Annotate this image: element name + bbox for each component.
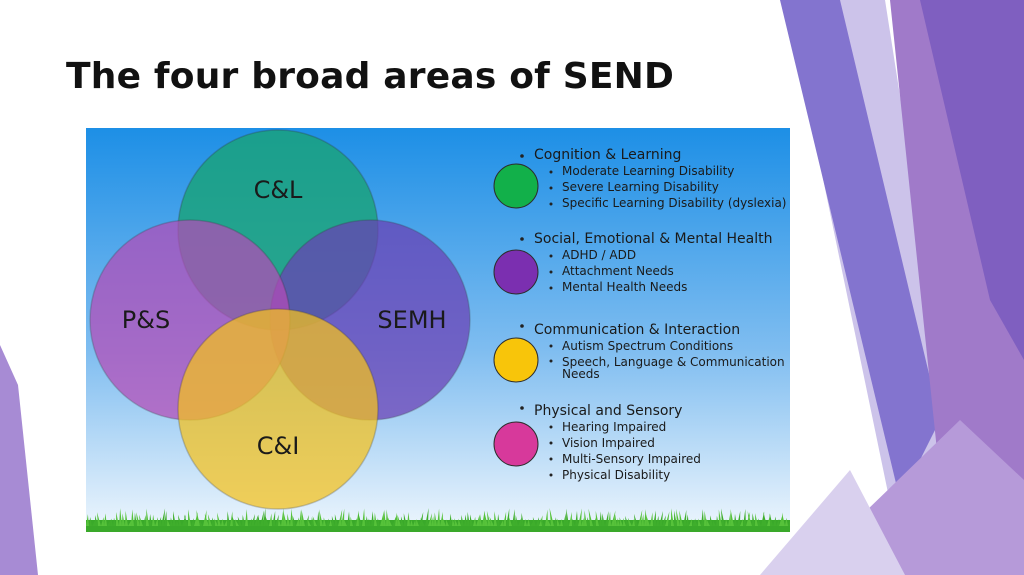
bullet-icon — [520, 406, 524, 410]
legend-item: Severe Learning Disability — [562, 180, 719, 194]
legend-category: Communication & Interaction Autism Spect… — [493, 322, 785, 383]
venn-label-ps: P&S — [122, 306, 170, 334]
legend-item: Autism Spectrum Conditions — [562, 339, 733, 353]
venn-label-cl: C&L — [254, 176, 303, 204]
decor-shape-left — [0, 345, 38, 575]
legend-category: Physical and Sensory Hearing Impaired Vi… — [493, 403, 701, 482]
legend-item: Vision Impaired — [562, 436, 655, 450]
legend-item: Hearing Impaired — [562, 420, 666, 434]
decor-shape-bottom-light — [760, 470, 905, 575]
category-legend: Cognition & Learning Moderate Learning D… — [493, 147, 786, 482]
legend-item: Mental Health Needs — [562, 280, 687, 294]
decor-shape-dark — [920, 0, 1024, 360]
send-diagram-panel: C&L SEMH P&S C&I Cognition & Learning Mo… — [86, 128, 790, 532]
grass-strip — [86, 508, 790, 532]
legend-item-continued: Needs — [562, 367, 600, 381]
legend-item: ADHD / ADD — [562, 248, 636, 262]
decor-shape-violet — [780, 0, 940, 500]
venn-label-ci: C&I — [257, 432, 300, 460]
send-diagram: C&L SEMH P&S C&I Cognition & Learning Mo… — [86, 128, 790, 532]
legend-title: Cognition & Learning — [534, 147, 681, 163]
legend-dot-magenta — [493, 421, 539, 467]
legend-dot-yellow — [493, 337, 539, 383]
legend-item: Speech, Language & Communication — [562, 355, 785, 369]
venn-label-semh: SEMH — [377, 306, 446, 334]
bullet-icon — [549, 170, 553, 174]
bullet-icon — [549, 202, 553, 206]
legend-category: Cognition & Learning Moderate Learning D… — [493, 147, 786, 210]
bullet-icon — [549, 359, 553, 363]
legend-item: Moderate Learning Disability — [562, 164, 734, 178]
bullet-icon — [549, 186, 553, 190]
bullet-icon — [549, 425, 553, 429]
bullet-icon — [549, 457, 553, 461]
legend-item: Multi-Sensory Impaired — [562, 452, 701, 466]
bullet-icon — [549, 254, 553, 258]
bullet-icon — [549, 344, 553, 348]
bullet-icon — [520, 324, 524, 328]
legend-dot-purple — [493, 249, 539, 295]
legend-title: Communication & Interaction — [534, 322, 740, 338]
bullet-icon — [549, 286, 553, 290]
slide-title: The four broad areas of SEND — [66, 56, 675, 97]
bullet-icon — [549, 473, 553, 477]
bullet-icon — [520, 237, 524, 241]
legend-item: Attachment Needs — [562, 264, 674, 278]
venn-circle-ci — [177, 308, 379, 510]
legend-title: Physical and Sensory — [534, 403, 682, 419]
bullet-icon — [549, 270, 553, 274]
legend-item: Physical Disability — [562, 468, 670, 482]
bullet-icon — [549, 441, 553, 445]
legend-category: Social, Emotional & Mental Health ADHD /… — [493, 231, 773, 295]
legend-title: Social, Emotional & Mental Health — [534, 231, 773, 247]
venn-diagram: C&L SEMH P&S C&I — [89, 129, 471, 510]
legend-item: Specific Learning Disability (dyslexia) — [562, 196, 786, 210]
bullet-icon — [520, 154, 524, 158]
legend-dot-green — [493, 163, 539, 209]
